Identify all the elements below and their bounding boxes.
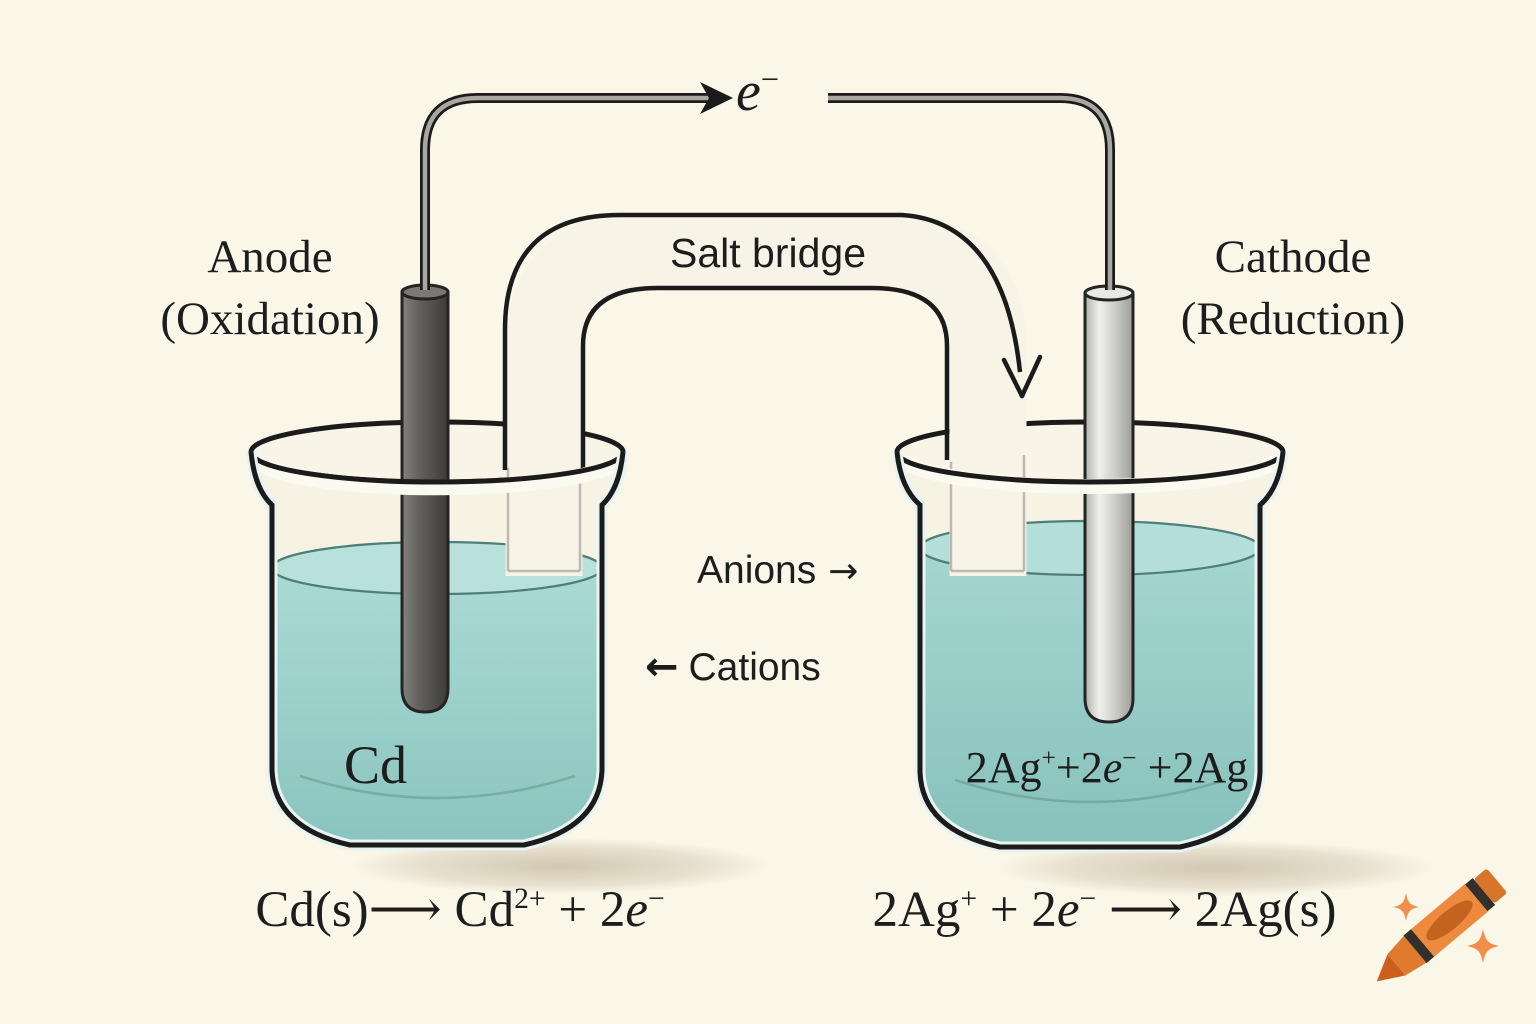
sparkle-icon	[1467, 929, 1499, 963]
left-rim-front-line	[248, 451, 626, 485]
right-beaker-shadow	[995, 840, 1435, 896]
salt-bridge-inner-outline	[580, 285, 950, 470]
left-rim-highlight	[249, 455, 625, 496]
anode-half-reaction: Cd(s)⟶ Cd2+ + 2e−	[255, 882, 665, 938]
anions-arrow-icon: →	[828, 551, 858, 592]
anions-label: Anions→	[697, 549, 858, 592]
right-rim-highlight	[897, 454, 1283, 495]
crayon-icon	[1376, 869, 1507, 982]
anion-flow-arrow	[1001, 354, 1043, 399]
wire-right	[828, 93, 1115, 290]
left-solution-bottom-arc	[299, 774, 576, 800]
salt-bridge	[502, 212, 1043, 576]
cathode-label: Cathode (Reduction)	[1128, 226, 1458, 350]
left-beaker-outline	[245, 451, 629, 851]
cathode-half-reaction: 2Ag+ + 2e− ⟶ 2Ag(s)	[872, 882, 1337, 938]
cathode-label-line1: Cathode	[1214, 231, 1372, 283]
cathode-label-line2: (Reduction)	[1180, 293, 1406, 346]
anode-label: Anode (Oxidation)	[110, 226, 430, 350]
salt-bridge-outer-outline	[502, 212, 1023, 470]
cathode-beaker-equation: 2Ag++2e− +2Ag	[965, 743, 1249, 792]
salt-bridge-tube-body	[505, 213, 1027, 576]
anode-label-line2: (Oxidation)	[160, 293, 380, 346]
electron-flow-arrowhead	[700, 82, 733, 114]
salt-bridge-label: Salt bridge	[669, 230, 866, 276]
cations-label: ←Cations	[645, 644, 821, 690]
sparkle-icon	[1393, 893, 1419, 921]
left-beaker-shadow	[350, 838, 770, 894]
cations-arrow-icon: ←	[645, 644, 678, 690]
anode-metal-label: Cd	[344, 735, 408, 795]
anode-label-line1: Anode	[207, 231, 333, 283]
right-rim-front-line	[894, 451, 1286, 485]
right-beaker-outline	[891, 451, 1289, 853]
wire-left	[420, 93, 714, 290]
anode-electrode	[400, 283, 450, 714]
cathode-electrode	[1083, 284, 1135, 724]
electron-flow-label: e−	[736, 61, 780, 123]
right-solution-bottom-arc	[954, 778, 1226, 804]
